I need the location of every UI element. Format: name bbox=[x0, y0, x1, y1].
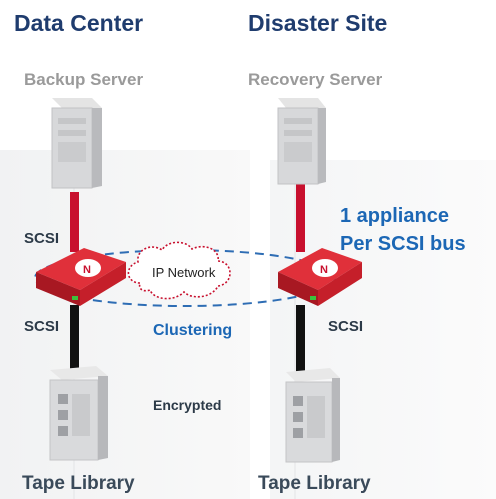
recovery-server-icon bbox=[277, 98, 326, 185]
svg-text:N: N bbox=[83, 264, 91, 276]
left-tape-library-label: Tape Library bbox=[22, 473, 135, 494]
right-scsi-cable-bottom bbox=[296, 305, 305, 377]
svg-text:N: N bbox=[320, 264, 328, 276]
ip-network-cloud-icon bbox=[127, 241, 231, 300]
appliance-note-line2: Per SCSI bus bbox=[340, 233, 466, 255]
data-center-title: Data Center bbox=[14, 10, 144, 36]
recovery-server-label: Recovery Server bbox=[248, 70, 383, 89]
right-appliance-icon: N bbox=[278, 248, 362, 306]
right-scsi-bottom-label: SCSI bbox=[328, 318, 364, 335]
right-tape-library-label: Tape Library bbox=[258, 473, 371, 494]
clustering-label: Clustering bbox=[153, 322, 233, 339]
appliance-note-line1: 1 appliance bbox=[340, 205, 449, 227]
right-scsi-cable-top bbox=[296, 182, 305, 252]
left-scsi-bottom-label: SCSI bbox=[24, 318, 60, 335]
left-appliance-icon: N bbox=[36, 248, 126, 306]
left-scsi-cable-bottom bbox=[70, 305, 79, 375]
ip-network-label: IP Network bbox=[152, 265, 216, 280]
left-scsi-cable-top bbox=[70, 192, 79, 252]
backup-server-icon bbox=[51, 98, 102, 189]
disaster-site-title: Disaster Site bbox=[248, 10, 388, 36]
left-tape-library-icon bbox=[49, 366, 108, 461]
backup-server-label: Backup Server bbox=[24, 70, 144, 89]
background-panel-left bbox=[0, 150, 250, 499]
right-tape-library-icon bbox=[285, 368, 340, 463]
encrypted-label: Encrypted bbox=[153, 397, 222, 413]
left-scsi-top-label: SCSI bbox=[24, 230, 60, 247]
